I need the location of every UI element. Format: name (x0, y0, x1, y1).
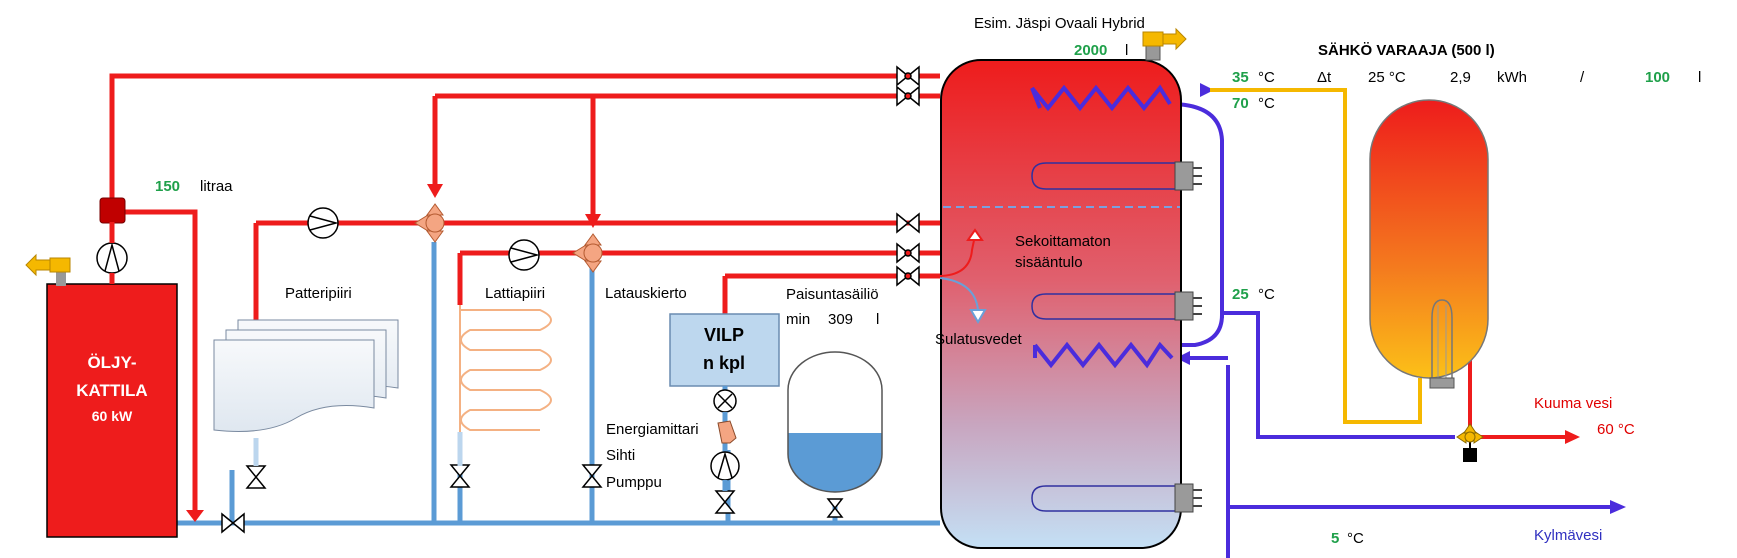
temp-middle-unit: °C (1258, 286, 1275, 303)
temp-coil-out: 35 (1232, 69, 1249, 86)
boiler-pump-icon[interactable] (96, 242, 128, 274)
boiler-power: 60 kW (92, 408, 133, 424)
energy-meter-icon (717, 420, 737, 444)
radiator-icon (213, 319, 399, 432)
supply-pipes (109, 73, 940, 518)
flue-vent-icon (25, 253, 71, 277)
boiler-flue (56, 272, 66, 286)
floor-heating-coil-icon (460, 309, 552, 431)
heater-volume-value: 100 (1645, 69, 1670, 86)
pump-icon[interactable] (508, 239, 540, 271)
temp-cold: 5 (1331, 530, 1339, 547)
dhw-pipes (1169, 102, 1610, 558)
heating-element-icon (1031, 161, 1202, 191)
strainer-label: Sihti (606, 447, 635, 464)
mixing-valve-icon[interactable] (414, 203, 445, 243)
electric-water-heater (1369, 99, 1489, 379)
heat-pump-line1: VILP (704, 325, 744, 345)
flow-arrow (585, 214, 601, 228)
mixing-valve-icon[interactable] (572, 233, 603, 273)
top-coil-icon (1030, 84, 1172, 112)
temp-cold-unit: °C (1347, 530, 1364, 547)
heat-pump-box (669, 313, 780, 387)
temp-coil-in: 70 (1232, 95, 1249, 112)
heat-pump-line2: n kpl (703, 353, 745, 373)
heater-volume-unit: l (1698, 69, 1701, 86)
unmixed-inlet-arrowhead (966, 228, 984, 241)
heater-separator: / (1580, 69, 1585, 86)
flow-arrow (1200, 83, 1214, 97)
unmixed-inlet-label-1: Sekoittamaton (1015, 233, 1111, 250)
valve-icons[interactable] (221, 65, 920, 534)
tank-volume-unit: l (1125, 42, 1128, 59)
unmixed-inlet-label-2: sisääntulo (1015, 254, 1083, 271)
temp-coil-in-unit: °C (1258, 95, 1275, 112)
expansion-tank (787, 351, 883, 493)
boiler-valve-icon[interactable] (99, 197, 126, 224)
flow-arrow (1610, 500, 1626, 514)
charging-circuit-label: Latauskierto (605, 285, 687, 302)
pump-icon[interactable] (307, 207, 339, 239)
hot-water-label: Kuuma vesi (1534, 395, 1612, 412)
temp-coil-out-unit: °C (1258, 69, 1275, 86)
heater-delta-value: 25 °C (1368, 69, 1406, 86)
boiler-volume-value: 150 (155, 178, 180, 195)
dhw-mixing-valve-icon[interactable] (1456, 423, 1484, 462)
expansion-min-label: min (786, 311, 810, 328)
heater-delta-label: Δt (1317, 69, 1332, 86)
tank-volume-value: 2000 (1074, 42, 1107, 59)
temp-middle: 25 (1232, 286, 1249, 303)
pump-icon[interactable] (710, 451, 740, 481)
heating-element-icon (1031, 291, 1202, 321)
oil-boiler (46, 283, 178, 538)
heating-element-icon (1031, 483, 1202, 513)
flow-arrow (427, 184, 443, 198)
heat-pump-valve-icon[interactable] (713, 389, 737, 413)
flow-arrow (1176, 351, 1190, 365)
defrost-arrow (939, 277, 979, 311)
floor-circuit-label: Lattiapiiri (485, 285, 545, 302)
boiler-title-line1: ÖLJY- (87, 353, 136, 372)
boiler-title-line2: KATTILA (76, 381, 147, 400)
defrost-arrowhead (969, 309, 987, 324)
cold-water-label: Kylmävesi (1534, 527, 1602, 544)
flow-arrow (186, 510, 204, 522)
expansion-tank-label: Paisuntasäiliö (786, 286, 879, 303)
bottom-coil-icon (1033, 341, 1174, 369)
heater-feed-pipe (1210, 88, 1422, 424)
energy-meter-label: Energiamittari (606, 421, 699, 438)
radiator-circuit-label: Patteripiiri (285, 285, 352, 302)
heater-element-icon (1429, 299, 1455, 389)
boiler-volume-unit: litraa (200, 178, 233, 195)
pump-label: Pumppu (606, 474, 662, 491)
electric-heater-title: SÄHKÖ VARAAJA (500 l) (1318, 42, 1495, 59)
tank-model-label: Esim. Jäspi Ovaali Hybrid (974, 15, 1145, 32)
expansion-volume-unit: l (876, 311, 879, 328)
expansion-volume-value: 309 (828, 311, 853, 328)
heater-energy-unit: kWh (1497, 69, 1527, 86)
vent-icon (1142, 27, 1187, 61)
hot-water-temp: 60 °C (1597, 421, 1635, 438)
heater-energy-value: 2,9 (1450, 69, 1471, 86)
defrost-water-label: Sulatusvedet (935, 331, 1023, 348)
flow-arrow (1565, 430, 1580, 444)
